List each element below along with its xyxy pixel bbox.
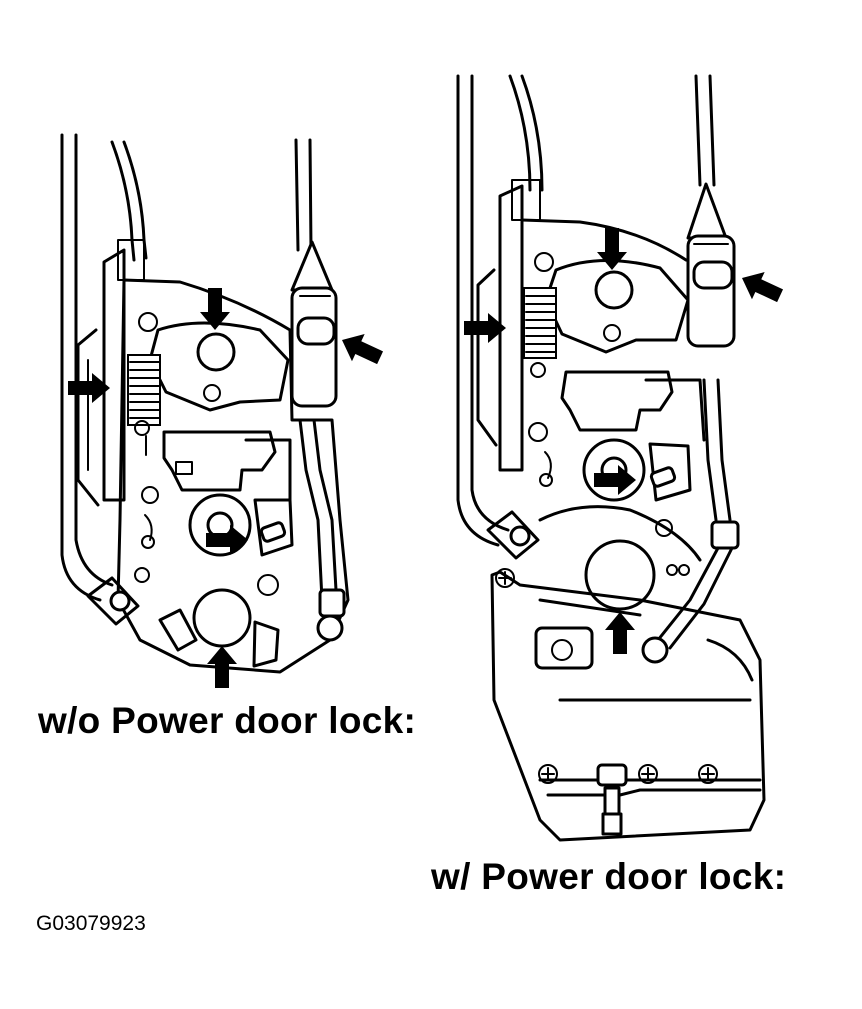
arrow-icon — [605, 612, 635, 654]
caption-without-power-lock: w/o Power door lock: — [38, 700, 417, 741]
figure-id: G03079923 — [36, 912, 146, 935]
left-lock-assembly — [60, 133, 387, 688]
caption-with-power-lock: w/ Power door lock: — [431, 856, 787, 897]
right-lock-assembly — [456, 74, 787, 842]
arrow-icon — [735, 264, 787, 310]
arrow-icon — [335, 326, 387, 372]
